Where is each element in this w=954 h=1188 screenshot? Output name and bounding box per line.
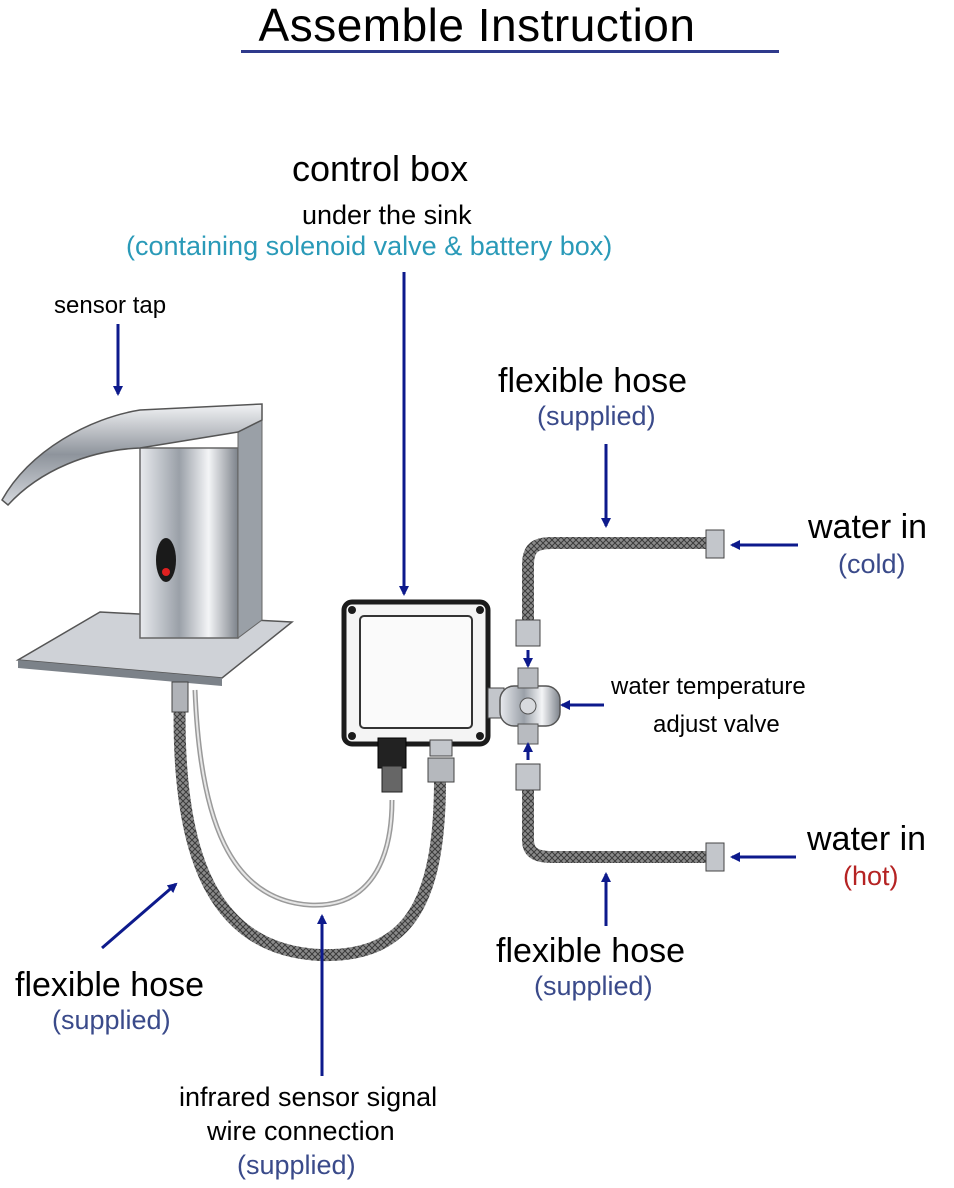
control-box-label: control box (292, 148, 469, 189)
cold-sub: (cold) (838, 549, 906, 579)
sensor-tap-label: sensor tap (54, 292, 167, 319)
control-box-image (341, 599, 505, 793)
water-in-cold-label: water in (808, 508, 928, 546)
tap-body (139, 447, 239, 639)
page-title: Assemble Instruction (258, 0, 696, 51)
arrow-hose-left (101, 882, 178, 950)
pointer-arrows (101, 272, 798, 1076)
temp-valve-label-1: water temperature (611, 673, 806, 700)
wire-label-1: infrared sensor signal (179, 1082, 438, 1112)
hot-sub: (hot) (843, 861, 899, 891)
hose-bottom-label: flexible hose (496, 932, 686, 970)
tap-spout (1, 403, 263, 507)
temp-valve-label-2: adjust valve (653, 711, 780, 738)
containing-label: (containing solenoid valve & battery box… (126, 231, 613, 261)
hose-left-label: flexible hose (15, 966, 205, 1004)
sensor-window (156, 538, 176, 582)
bottom-flexible-hose (522, 790, 710, 863)
top-flexible-hose (522, 537, 710, 622)
wire-label-2: wire connection (207, 1116, 395, 1146)
hose-top-label: flexible hose (498, 362, 688, 400)
hose-top-sub: (supplied) (537, 401, 656, 431)
left-flexible-hose (173, 689, 446, 962)
sensor-tap-image (1, 403, 295, 686)
temperature-valve-image (499, 667, 561, 745)
hose-left-sub: (supplied) (52, 1005, 171, 1035)
water-in-hot-label: water in (807, 820, 927, 858)
hose-bottom-sub: (supplied) (534, 971, 653, 1001)
sensor-light (162, 568, 170, 576)
under-sink-label: under the sink (302, 200, 472, 230)
wire-sub: (supplied) (237, 1150, 356, 1180)
title-underline (241, 50, 779, 53)
